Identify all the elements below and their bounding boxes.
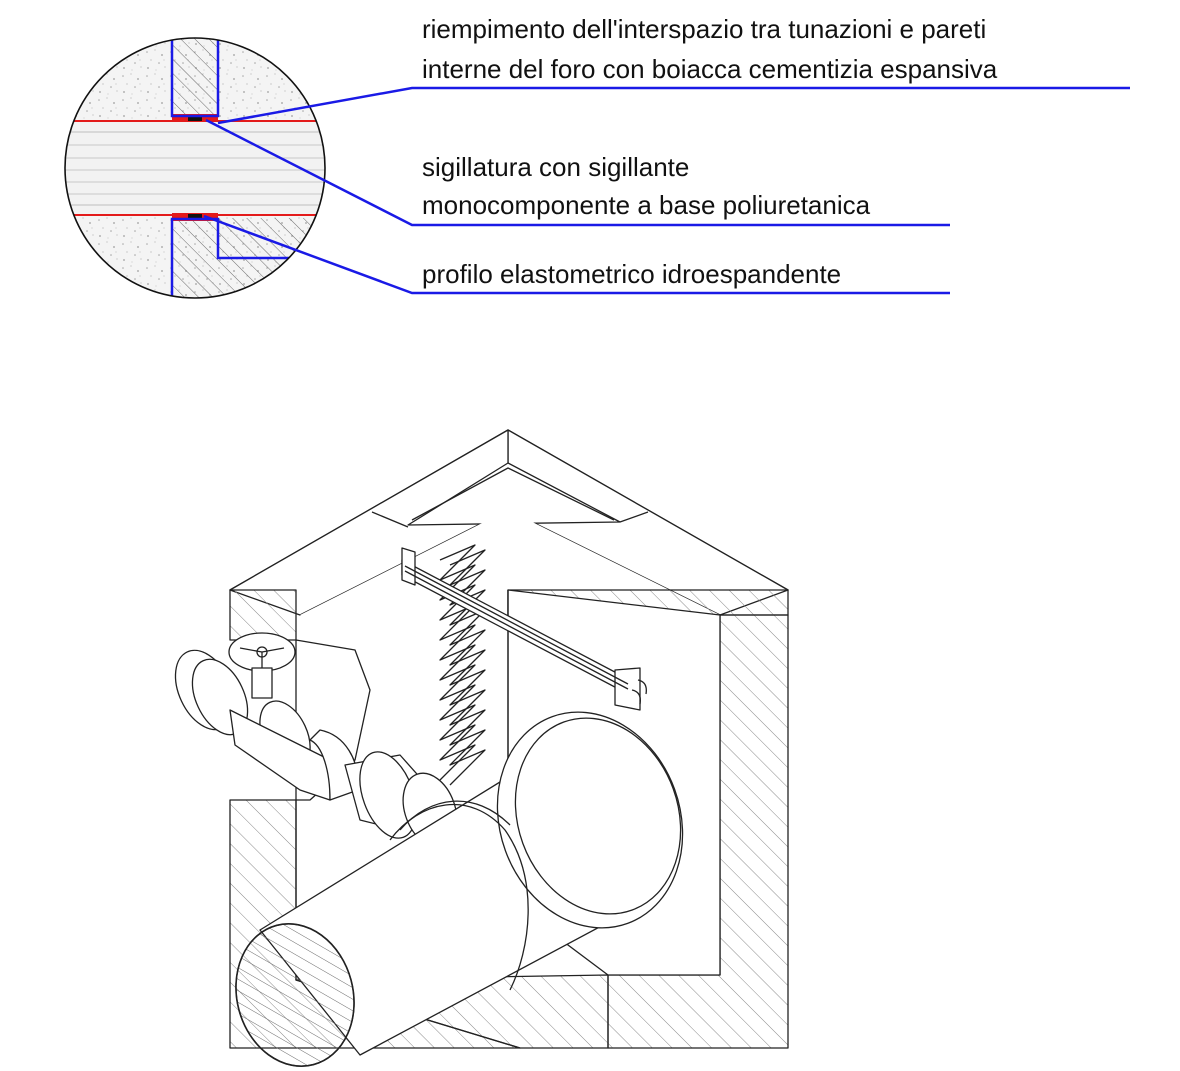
chamber-3d-view (174, 429, 789, 1067)
callout-filling-line2: interne del foro con boiacca cementizia … (422, 54, 998, 84)
callout-sealant-line2: monocomponente a base poliuretanica (422, 190, 871, 220)
main-pipe (235, 711, 684, 1067)
detail-circle (64, 37, 326, 299)
callout-labels: riempimento dell'interspazio tra tunazio… (422, 14, 998, 289)
steel-beam (401, 547, 647, 711)
leader-line-filling (217, 86, 1130, 125)
callout-filling-line1: riempimento dell'interspazio tra tunazio… (422, 14, 986, 44)
leader-line-sealant (205, 118, 950, 227)
leader-line-profile (203, 214, 950, 295)
callout-profile-line1: profilo elastometrico idroespandente (422, 259, 841, 289)
leader-lines (203, 86, 1130, 295)
callout-sealant-line1: sigillatura con sigillante (422, 152, 689, 182)
